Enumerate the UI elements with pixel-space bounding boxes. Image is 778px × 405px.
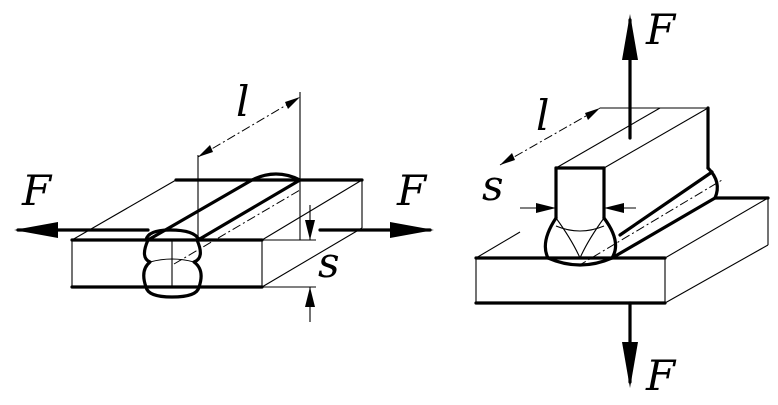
tee-force-top-label: F: [645, 5, 677, 54]
tee-force-top: F: [622, 5, 677, 140]
butt-force-left-label: F: [21, 166, 53, 215]
butt-force-right: F: [318, 166, 434, 238]
tee-force-bottom: F: [622, 301, 677, 400]
tee-fillet-welds: [543, 166, 719, 267]
butt-force-left: F: [14, 166, 150, 238]
butt-thickness-label: s: [318, 238, 340, 287]
butt-center-line: [173, 189, 301, 265]
tee-vertical-plate: [554, 106, 710, 220]
tee-force-bottom-label: F: [645, 351, 677, 400]
butt-plate: [70, 178, 364, 289]
butt-weld-section: [142, 228, 203, 299]
butt-thickness-dimension: s: [262, 205, 340, 322]
tee-weld-figure: l s F F: [474, 5, 770, 400]
tee-center-line: [577, 179, 723, 267]
butt-force-right-label: F: [396, 166, 428, 215]
tee-thickness-dimension: s: [482, 161, 636, 213]
tee-length-dimension: l: [499, 91, 601, 166]
butt-length-label: l: [236, 77, 249, 126]
butt-weld-figure: l s F F: [14, 77, 434, 322]
tee-thickness-label: s: [482, 161, 504, 210]
tee-base-plate: [474, 196, 770, 305]
tee-length-label: l: [536, 91, 549, 140]
butt-length-dimension: l: [197, 77, 301, 240]
